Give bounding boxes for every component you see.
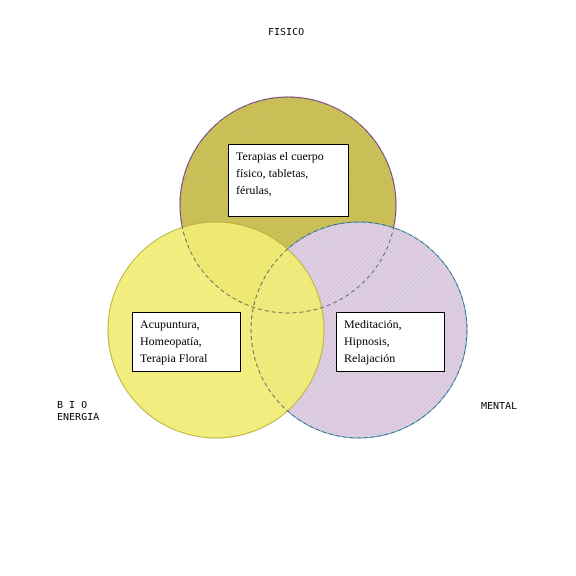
fisico-text-line: Terapias el cuerpo [236, 149, 324, 163]
mental-text-box: Meditación, Hipnosis, Relajación [336, 312, 445, 372]
mental-dashed-outline [250, 221, 468, 439]
bioenergia-text-line: Acupuntura, [140, 317, 200, 331]
bioenergia-label-line2: ENERGIA [57, 412, 100, 423]
fisico-label: FISICO [268, 27, 305, 38]
bioenergia-text-box: Acupuntura, Homeopatía, Terapia Floral [132, 312, 241, 372]
bioenergia-label-line1: B I O [57, 400, 88, 411]
fisico-dashed-outline [179, 96, 397, 314]
mental-label: MENTAL [481, 401, 518, 412]
fisico-text-line: físico, tabletas, [236, 166, 309, 180]
fisico-text-line: férulas, [236, 183, 272, 197]
mental-text-line: Meditación, [344, 317, 402, 331]
mental-text-line: Relajación [344, 351, 396, 365]
fisico-text-box: Terapias el cuerpo físico, tabletas, fér… [228, 144, 349, 217]
bioenergia-text-line: Homeopatía, [140, 334, 202, 348]
bioenergia-text-line: Terapia Floral [140, 351, 208, 365]
mental-text-line: Hipnosis, [344, 334, 390, 348]
